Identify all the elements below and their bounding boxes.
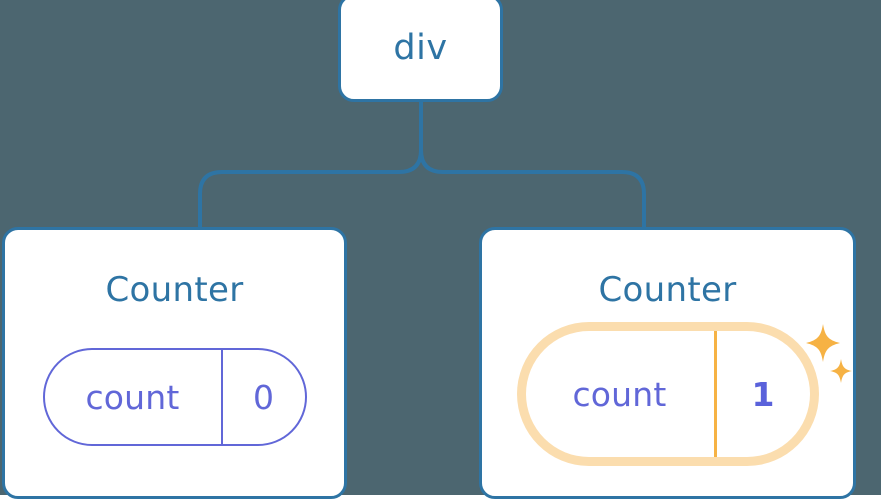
state-pill-wrapper: count 0 — [5, 348, 344, 446]
state-pill[interactable]: count 0 — [42, 348, 307, 446]
state-value-cell: 1 — [713, 331, 810, 457]
state-pill-highlighted[interactable]: count 1 — [525, 331, 810, 457]
state-value-cell: 0 — [220, 350, 305, 444]
root-node-div[interactable]: div — [338, 0, 503, 102]
component-card-counter-left[interactable]: Counter count 0 — [2, 227, 347, 499]
component-title: Counter — [105, 270, 244, 310]
state-key-label: count — [572, 374, 667, 414]
state-value-label: 0 — [253, 377, 274, 417]
state-key-cell: count — [45, 350, 221, 444]
component-card-counter-right[interactable]: Counter count 1 — [479, 227, 856, 499]
state-pill-wrapper: count 1 — [482, 331, 853, 457]
state-value-label: 1 — [751, 374, 775, 414]
component-title: Counter — [598, 270, 737, 310]
state-key-label: count — [85, 377, 180, 417]
root-node-label: div — [393, 27, 448, 68]
state-key-cell: count — [526, 331, 714, 457]
